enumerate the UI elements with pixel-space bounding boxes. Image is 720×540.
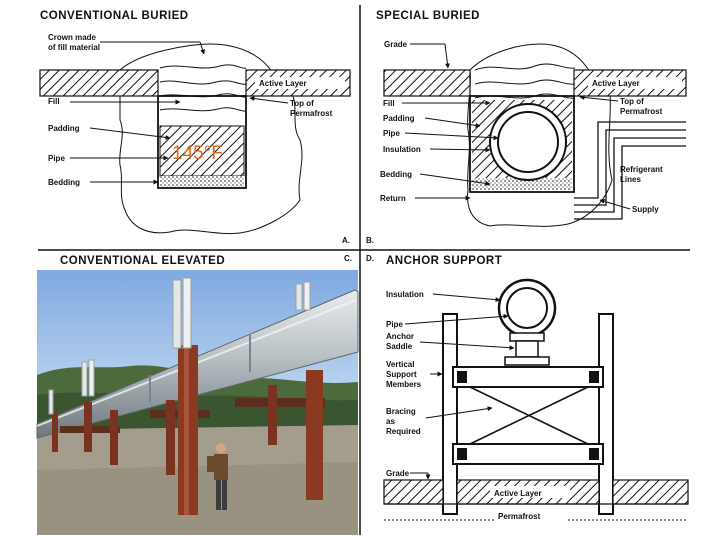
label-top-permafrost-a1: Top of bbox=[290, 99, 314, 108]
label-fill-b: Fill bbox=[383, 99, 395, 108]
label-padding-b: Padding bbox=[383, 114, 415, 123]
label-supply-b: Supply bbox=[632, 205, 659, 214]
label-refrigerant-2: Lines bbox=[620, 175, 641, 184]
label-top-permafrost-b2: Permafrost bbox=[620, 107, 663, 116]
label-permafrost-d: Permafrost bbox=[498, 512, 541, 521]
panel-c-title: CONVENTIONAL ELEVATED bbox=[60, 255, 225, 267]
label-grade-d: Grade bbox=[386, 469, 410, 478]
refrigerant-line-3 bbox=[574, 137, 686, 213]
label-bedding-b: Bedding bbox=[380, 170, 412, 179]
pipe-b bbox=[497, 111, 559, 173]
bottom-crossbeam bbox=[452, 443, 604, 465]
ground-outline-b bbox=[467, 43, 613, 227]
top-crossbeam bbox=[452, 366, 604, 388]
anchor-saddle bbox=[515, 340, 539, 358]
refrigerant-line-4 bbox=[574, 145, 686, 220]
label-vertical-1: Vertical bbox=[386, 360, 414, 369]
pipe-d bbox=[506, 287, 548, 329]
bedding-b bbox=[472, 178, 572, 190]
panel-special-buried: SPECIAL BURIED Grade Active Layer Top of… bbox=[366, 10, 687, 245]
label-vertical-3: Members bbox=[386, 380, 422, 389]
ground-outline-a bbox=[119, 43, 303, 235]
label-top-permafrost-a2: Permafrost bbox=[290, 109, 333, 118]
panel-conventional-elevated: CONVENTIONAL ELEVATED C. bbox=[36, 254, 359, 535]
label-top-permafrost-b1: Top of bbox=[620, 97, 644, 106]
label-bracing-2: as bbox=[386, 417, 395, 426]
panel-conventional-buried: CONVENTIONAL BURIED 145°F Crown made of … bbox=[39, 10, 351, 245]
label-refrigerant-1: Refrigerant bbox=[620, 165, 663, 174]
refrigerant-line-1 bbox=[574, 121, 686, 199]
label-pipe-d: Pipe bbox=[386, 320, 403, 329]
label-active-layer-d: Active Layer bbox=[494, 489, 542, 498]
pipeline-photo bbox=[36, 270, 359, 535]
label-letter-b: B. bbox=[366, 236, 374, 245]
label-anchor-1: Anchor bbox=[386, 332, 414, 341]
panel-anchor-support: D. ANCHOR SUPPORT Insulation Pipe bbox=[366, 254, 689, 521]
label-bracing-3: Required bbox=[386, 427, 421, 436]
label-bedding-a: Bedding bbox=[48, 178, 80, 187]
trench-b bbox=[469, 95, 575, 193]
active-layer-left-b bbox=[383, 69, 471, 97]
label-pipe-a: Pipe bbox=[48, 154, 65, 163]
panel-b-title: SPECIAL BURIED bbox=[376, 10, 480, 22]
person-standing bbox=[207, 443, 228, 510]
label-return-b: Return bbox=[380, 194, 406, 203]
label-fill-a: Fill bbox=[48, 97, 60, 106]
vsm-right-d bbox=[598, 313, 614, 515]
pipe-temperature: 145°F bbox=[172, 143, 223, 164]
label-padding-a: Padding bbox=[48, 124, 80, 133]
label-crown-1: Crown made bbox=[48, 33, 97, 42]
label-anchor-2: Saddle bbox=[386, 342, 413, 351]
label-active-layer-b: Active Layer bbox=[592, 79, 640, 88]
label-letter-d: D. bbox=[366, 254, 374, 263]
label-bracing-1: Bracing bbox=[386, 407, 416, 416]
label-letter-c: C. bbox=[344, 254, 352, 263]
label-letter-a: A. bbox=[342, 236, 350, 245]
label-grade-b: Grade bbox=[384, 40, 408, 49]
label-insulation-b: Insulation bbox=[383, 145, 421, 154]
label-crown-2: of fill material bbox=[48, 43, 100, 52]
active-layer-left-a bbox=[39, 69, 159, 97]
panel-d-title: ANCHOR SUPPORT bbox=[386, 255, 502, 267]
label-insulation-d: Insulation bbox=[386, 290, 424, 299]
label-pipe-b: Pipe bbox=[383, 129, 400, 138]
bracing-2 bbox=[469, 386, 589, 445]
panel-a-title: CONVENTIONAL BURIED bbox=[40, 10, 189, 22]
label-vertical-2: Support bbox=[386, 370, 417, 379]
refrigerant-line-2 bbox=[574, 129, 686, 206]
label-active-layer-a: Active Layer bbox=[259, 79, 307, 88]
trench-a bbox=[157, 95, 247, 189]
vsm-front-right bbox=[306, 370, 323, 500]
bedding-a bbox=[160, 176, 244, 187]
